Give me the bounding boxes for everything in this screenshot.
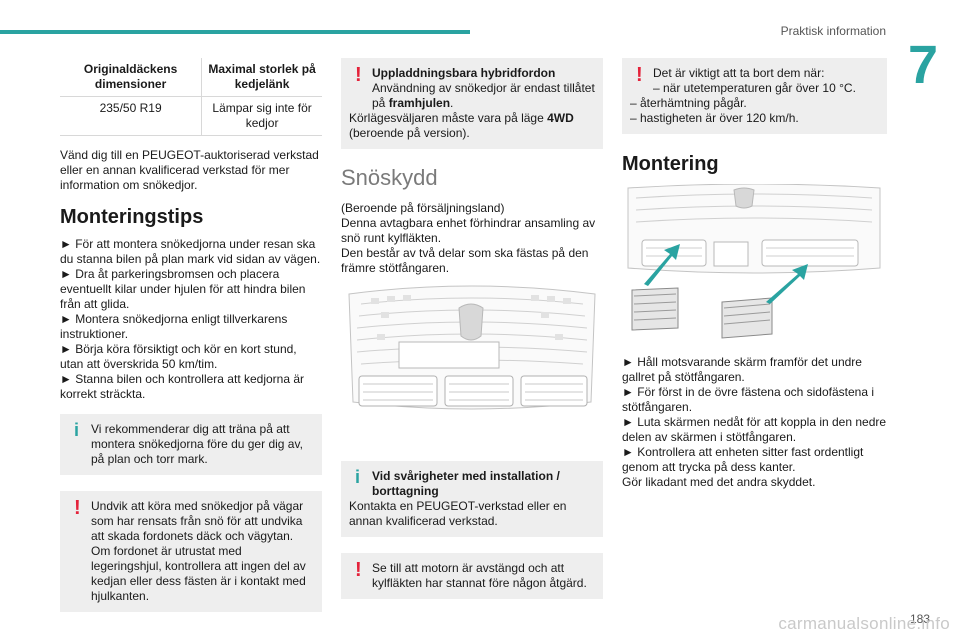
hybrid-line2: Körlägesväljaren måste vara på läge [349, 111, 548, 125]
column-1: Originaldäckens dimensioner Maximal stor… [60, 58, 322, 612]
warning-icon: ! [355, 64, 362, 86]
tip-item: ► För att montera snökedjorna under resa… [60, 237, 321, 266]
info-box: i Vi rekommenderar dig att träna på att … [60, 414, 322, 475]
hybrid-line1-end: . [450, 96, 454, 110]
mount-final: Gör likadant med det andra skyddet. [622, 475, 816, 489]
front-bumper-drawing [348, 285, 596, 410]
chain-size-table: Originaldäckens dimensioner Maximal stor… [60, 58, 322, 136]
hybrid-bold: framhjulen [388, 96, 451, 110]
mount-step: ► Luta skärmen nedåt för att koppla in d… [622, 415, 887, 444]
hybrid-line2-end: (beroende på version). [349, 126, 470, 140]
engine-warning-text: Se till att motorn är avstängd och att k… [372, 561, 587, 590]
remove-intro: Det är viktigt att ta bort dem när: [653, 66, 825, 80]
warning-icon: ! [636, 64, 643, 86]
tip-item: ► Börja köra försiktigt och kör en kort … [60, 342, 297, 371]
watermark: carmanualsonline.info [778, 614, 950, 633]
section-title: Praktisk information [780, 24, 886, 38]
snow-text: (Beroende på försäljningsland) [341, 201, 505, 215]
page-number: 183 [909, 612, 930, 626]
warning-box: ! Undvik att köra med snökedjor på vägar… [60, 491, 322, 612]
tips-heading: Monteringstips [60, 206, 204, 228]
insert-arrow-icon [766, 264, 808, 304]
remove-item: – när utetemperaturen går över 10 °C. [653, 81, 856, 95]
contact-text: Vänd dig till en PEUGEOT-auktoriserad ve… [60, 148, 319, 192]
column-2: ! Uppladdningsbara hybridfordon Användni… [341, 58, 603, 599]
chapter-number: 7 [907, 35, 938, 95]
hybrid-line1: Användning av snökedjor är endast tillåt… [372, 81, 595, 110]
table-cell: Lämpar sig inte för kedjor [201, 96, 322, 136]
mount-step: ► Kontrollera att enheten sitter fast or… [622, 445, 864, 474]
insert-arrow-icon [644, 244, 680, 286]
mount-step: ► För först in de övre fästena och sidof… [622, 385, 875, 414]
mounting-heading: Montering [622, 153, 719, 175]
table-header-cell: Maximal storlek på kedjelänk [201, 58, 322, 97]
snow-text: Denna avtagbara enhet förhindrar ansamli… [341, 216, 596, 245]
column-3: ! Det är viktigt att ta bort dem när: – … [622, 58, 887, 490]
difficulty-info-box: i Vid svårigheter med installation / bor… [341, 461, 603, 537]
difficulty-title: Vid svårigheter med installation / bortt… [372, 469, 560, 498]
mounting-illustration [622, 183, 887, 349]
table-header-cell: Originaldäckens dimensioner [60, 58, 203, 97]
hybrid-mode: 4WD [547, 111, 574, 125]
hybrid-title: Uppladdningsbara hybridfordon [372, 66, 556, 80]
front-bumper-illustration [341, 284, 603, 449]
warning-icon: ! [74, 497, 81, 519]
warning-icon: ! [355, 559, 362, 581]
snow-guard-heading: Snöskydd [341, 165, 438, 190]
info-icon: i [355, 467, 361, 487]
hybrid-warning-box: ! Uppladdningsbara hybridfordon Användni… [341, 58, 603, 149]
remove-item: – hastigheten är över 120 km/h. [630, 111, 799, 125]
remove-warning-box: ! Det är viktigt att ta bort dem när: – … [622, 58, 887, 134]
info-box-text: Vi rekommenderar dig att träna på att mo… [91, 422, 303, 466]
info-icon: i [74, 420, 80, 440]
table-header-row: Originaldäckens dimensioner Maximal stor… [60, 58, 322, 97]
difficulty-text: Kontakta en PEUGEOT-verkstad eller en an… [349, 499, 567, 528]
warning-box-text: Undvik att köra med snökedjor på vägar s… [91, 499, 306, 603]
table-cell: 235/50 R19 [60, 96, 203, 136]
remove-item: – återhämtning pågår. [630, 96, 747, 110]
snow-text: Den består av två delar som ska fästas p… [341, 246, 589, 275]
tip-item: ► Stanna bilen och kontrollera att kedjo… [60, 372, 305, 401]
table-row: 235/50 R19 Lämpar sig inte för kedjor [60, 96, 322, 136]
tip-item: ► Dra åt parkeringsbromsen och placera e… [60, 267, 306, 311]
tip-item: ► Montera snökedjorna enligt tillverkare… [60, 312, 288, 341]
mounting-drawing [627, 183, 881, 339]
header-accent-bar [0, 30, 470, 34]
mount-step: ► Håll motsvarande skärm framför det und… [622, 355, 862, 384]
engine-warning-box: ! Se till att motorn är avstängd och att… [341, 553, 603, 599]
